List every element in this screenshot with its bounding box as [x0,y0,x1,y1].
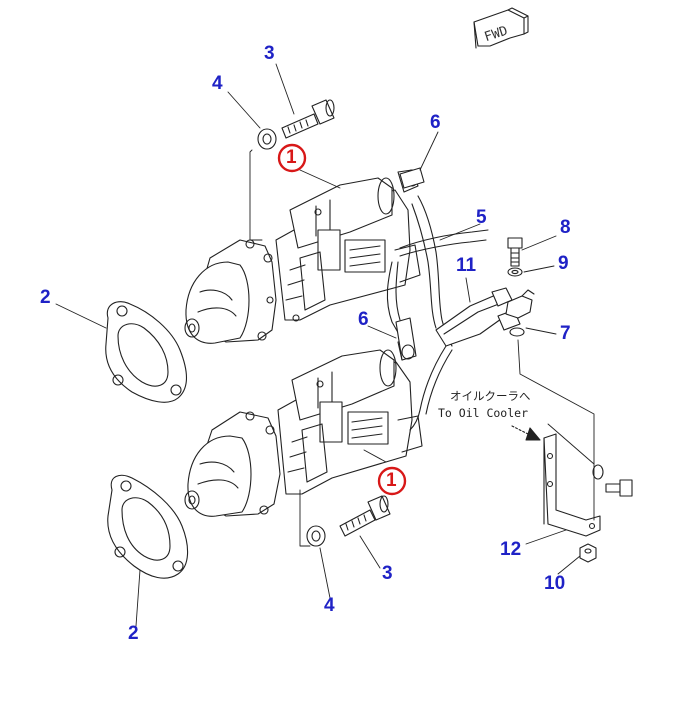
callout-8: 8 [560,217,571,238]
terminal-lug-upper [399,167,425,189]
terminal-lug-mid [395,317,417,361]
bracket-12 [543,433,601,537]
bolt-upper [281,99,335,139]
callout-9: 9 [558,253,569,274]
oil-cooler-arrow-icon [511,425,541,441]
fwd-label: FWD [483,24,510,46]
fwd-arrow-icon: FWD [473,7,529,49]
washer-bracket [592,464,604,480]
callout-7: 7 [560,323,571,344]
bolt-lower [339,495,391,537]
callout-1-top: 1 [286,147,297,168]
gasket-lower [107,474,189,579]
starter-motor-upper [184,169,421,344]
bolt-bracket [605,479,633,497]
callout-12: 12 [500,539,522,560]
callout-3-bottom: 3 [382,563,393,584]
callout-1-bottom: 1 [386,470,397,491]
callout-11: 11 [456,255,477,276]
callout-4-top: 4 [212,73,223,94]
bolt-8 [507,237,523,267]
note-to-oil-cooler: To Oil Cooler [438,406,529,420]
callout-2-bottom: 2 [128,623,139,644]
callout-2-top: 2 [40,287,51,308]
clip-7 [505,289,535,337]
callout-10: 10 [544,573,566,594]
starter-motor-lower [184,339,423,517]
highlight-circles [277,143,407,496]
washer-9 [507,267,523,277]
red-circle-bottom [377,466,407,496]
callout-6-mid: 6 [358,309,369,330]
callout-3-top: 3 [264,43,275,64]
gasket-upper [105,301,188,403]
note-japanese: オイルクーラへ [450,389,531,403]
washer-lower [306,525,326,547]
callout-6-top: 6 [430,112,441,133]
nut-10 [579,543,597,563]
washer-upper [257,128,277,150]
red-circle-top [277,143,307,173]
callout-5: 5 [476,207,487,228]
leader-lines [55,63,595,627]
clamp-assembly [435,287,521,347]
callout-4-bottom: 4 [324,595,335,616]
